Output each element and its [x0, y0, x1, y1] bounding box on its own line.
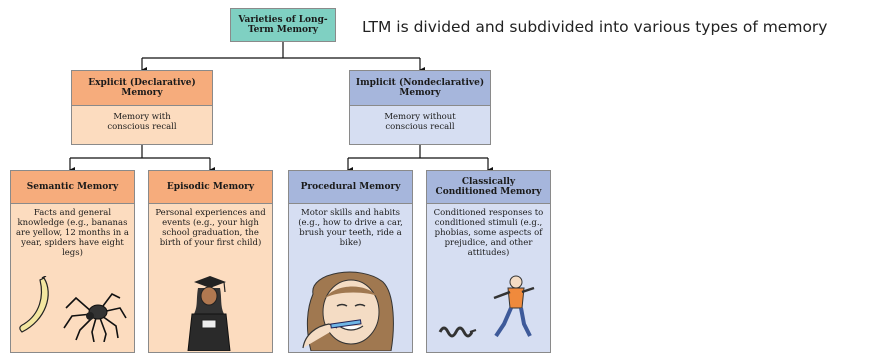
episodic-header: Episodic Memory	[148, 170, 273, 204]
root-title: Varieties of Long-Term Memory	[238, 15, 328, 35]
semantic-desc: Facts and general knowledge (e.g., banan…	[15, 208, 129, 258]
semantic-desc-box: Facts and general knowledge (e.g., banan…	[10, 203, 135, 353]
spider-icon	[63, 292, 127, 342]
classical-header: Classically Conditioned Memory	[426, 170, 551, 204]
snake-icon	[438, 326, 477, 338]
caption: LTM is divided and subdivided into vario…	[362, 18, 828, 36]
implicit-header: Implicit (Nondeclarative) Memory	[349, 70, 491, 106]
graduate-icon	[187, 276, 231, 351]
episodic-desc: Personal experiences and events (e.g., y…	[155, 208, 266, 248]
episodic-title: Episodic Memory	[166, 182, 255, 192]
explicit-desc-box: Memory with conscious recall	[71, 105, 213, 145]
explicit-title: Explicit (Declarative) Memory	[88, 78, 196, 98]
implicit-title: Implicit (Nondeclarative) Memory	[355, 78, 485, 98]
semantic-title: Semantic Memory	[26, 182, 119, 192]
procedural-desc: Motor skills and habits (e.g., how to dr…	[298, 208, 403, 248]
procedural-title: Procedural Memory	[300, 182, 401, 192]
classical-desc: Conditioned responses to conditioned sti…	[433, 208, 544, 258]
implicit-desc: Memory without conscious recall	[384, 112, 456, 132]
toothbrushing-person-icon	[302, 271, 394, 351]
root-node: Varieties of Long-Term Memory	[230, 8, 336, 42]
procedural-header: Procedural Memory	[288, 170, 413, 204]
explicit-header: Explicit (Declarative) Memory	[71, 70, 213, 106]
explicit-desc: Memory with conscious recall	[107, 112, 177, 132]
startled-person-icon	[493, 275, 535, 338]
implicit-desc-box: Memory without conscious recall	[349, 105, 491, 145]
semantic-header: Semantic Memory	[10, 170, 135, 204]
banana-icon	[19, 276, 49, 333]
classical-title: Classically Conditioned Memory	[435, 177, 542, 197]
